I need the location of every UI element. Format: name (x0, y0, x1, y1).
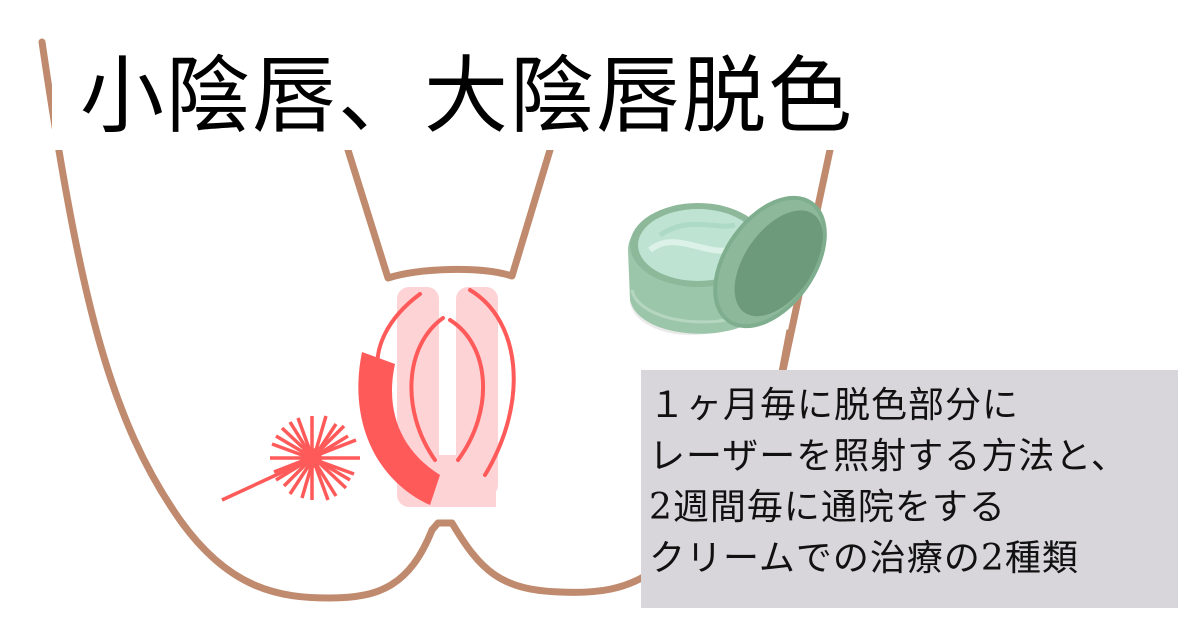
cream-jar-icon (628, 195, 827, 373)
page-title: 小陰唇、大陰唇脱色 (80, 47, 855, 145)
note-line-3: 2週間毎に通院をする (649, 487, 1006, 528)
treatment-note-box: １ヶ月毎に脱色部分に レーザーを照射する方法と、 2週間毎に通院をする クリーム… (641, 370, 1178, 608)
labia-icon (358, 287, 516, 507)
note-line-1: １ヶ月毎に脱色部分に (649, 385, 1020, 426)
note-line-4: クリームでの治療の2種類 (649, 538, 1079, 579)
title-background (52, 38, 912, 150)
note-line-2: レーザーを照射する方法と、 (649, 436, 1128, 477)
laser-beam-icon (221, 415, 360, 502)
